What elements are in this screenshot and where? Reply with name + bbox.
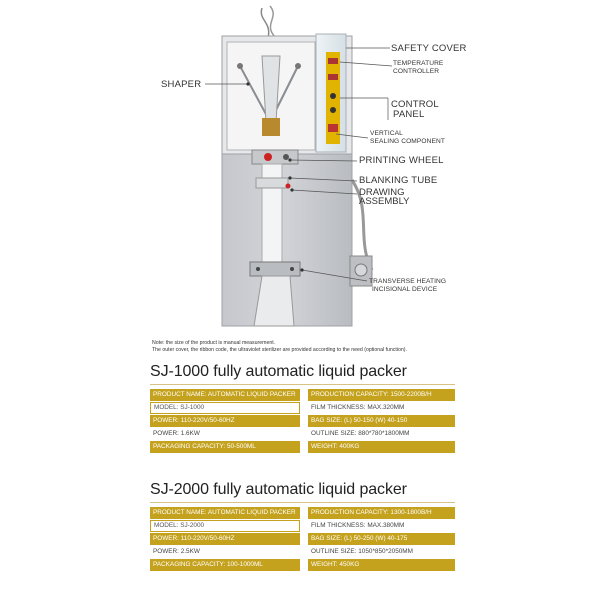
label-vertical-sealing-line2: SEALING COMPONENT xyxy=(370,138,445,145)
spec-section-sj1000: SJ-1000 fully automatic liquid packer PR… xyxy=(150,363,455,469)
printing-plate xyxy=(251,149,299,165)
spec-section-sj2000: SJ-2000 fully automatic liquid packer PR… xyxy=(150,481,455,587)
shaper-arm-left xyxy=(239,65,269,119)
label-transverse-heating-line1: TRANSVERSE HEATING xyxy=(369,278,447,285)
spec-title-sj1000: SJ-1000 fully automatic liquid packer xyxy=(150,363,407,380)
shaper-bolt-left xyxy=(237,63,243,69)
output-chute xyxy=(253,275,295,327)
spec-product-name: PRODUCT NAME: AUTOMATIC LIQUID PACKER xyxy=(150,389,300,401)
panel-button xyxy=(328,124,338,132)
spec-weight: WEIGHT: 450KG xyxy=(308,559,455,571)
spec-title-sj2000: SJ-2000 fully automatic liquid packer xyxy=(150,481,407,498)
spec-packaging-capacity: PACKAGING CAPACITY: 100-1000ML xyxy=(150,559,300,571)
spec-rule xyxy=(150,502,455,503)
panel-knob xyxy=(330,93,336,99)
label-drawing-assembly-line2: ASSEMBLY xyxy=(359,196,410,207)
label-printing-wheel: PRINTING WHEEL xyxy=(359,155,444,166)
spec-power-supply: POWER: 110-220V/50-60HZ xyxy=(150,533,300,545)
temperature-display xyxy=(328,58,338,64)
shaper-bolt-right xyxy=(295,63,301,69)
label-temperature-controller-line1: TEMPERATURE xyxy=(393,60,444,67)
label-temperature-controller-line2: CONTROLLER xyxy=(393,68,440,75)
callout-dots xyxy=(246,82,304,272)
note-line-2: The outer cover, the ribbon code, the ul… xyxy=(152,347,407,354)
spec-grid-sj2000: PRODUCT NAME: AUTOMATIC LIQUID PACKER MO… xyxy=(150,507,455,587)
spec-power: POWER: 1.6KW xyxy=(153,430,200,437)
spec-production-capacity: PRODUCTION CAPACITY: 1500-2200B/H xyxy=(308,389,455,401)
machine-diagram: SAFETY COVER TEMPERATURE CONTROLLER SHAP… xyxy=(161,5,467,327)
spec-film-thickness: FILM THICKNESS: MAX.380MM xyxy=(311,522,405,529)
spec-outline-size: OUTLINE SIZE: 1050*850*2050MM xyxy=(311,548,413,555)
label-vertical-sealing-line1: VERTICAL xyxy=(370,130,403,137)
drawing-assembly xyxy=(255,177,289,189)
spec-model: MODEL: SJ-1000 xyxy=(150,402,300,414)
spec-power-supply: POWER: 110-220V/50-60HZ xyxy=(150,415,300,427)
spec-product-name: PRODUCT NAME: AUTOMATIC LIQUID PACKER xyxy=(150,507,300,519)
cable-top-2 xyxy=(269,5,277,39)
spec-film-thickness: FILM THICKNESS: MAX.320MM xyxy=(311,404,405,411)
label-blanking-tube: BLANKING TUBE xyxy=(359,175,438,186)
note-line-1: Note: the size of the product is manual … xyxy=(152,340,276,346)
notes: Note: the size of the product is manual … xyxy=(152,340,592,354)
callout-lines xyxy=(205,47,393,282)
side-wheel xyxy=(354,263,368,277)
spec-grid-sj1000: PRODUCT NAME: AUTOMATIC LIQUID PACKER MO… xyxy=(150,389,455,469)
spec-bag-size: BAG SIZE: (L) 50-250 (W) 40-175 xyxy=(308,533,455,545)
printing-wheel-bolt xyxy=(283,154,289,160)
label-shaper: SHAPER xyxy=(161,79,202,90)
shaper-block xyxy=(262,118,280,136)
label-control-panel-line2: PANEL xyxy=(393,109,425,120)
spec-weight: WEIGHT: 400KG xyxy=(308,441,455,453)
machine-illustration xyxy=(205,5,393,327)
drawing-assembly-marker xyxy=(285,183,291,189)
label-drawing-assembly-line1: DRAWING xyxy=(359,187,405,198)
label-transverse-heating-line2: INCISIONAL DEVICE xyxy=(372,286,438,293)
cable-top-1 xyxy=(260,7,270,39)
spec-outline-size: OUTLINE SIZE: 880*780*1800MM xyxy=(311,430,410,437)
spec-packaging-capacity: PACKAGING CAPACITY: 50-500ML xyxy=(150,441,300,453)
panel-knob-2 xyxy=(330,107,336,113)
spec-production-capacity: PRODUCTION CAPACITY: 1300-1800B/H xyxy=(308,507,455,519)
spec-power: POWER: 2.5KW xyxy=(153,548,200,555)
temperature-display-2 xyxy=(328,74,338,80)
spec-bag-size: BAG SIZE: (L) 50-150 (W) 40-150 xyxy=(308,415,455,427)
spec-rule xyxy=(150,384,455,385)
label-control-panel-line1: CONTROL xyxy=(391,99,439,110)
label-safety-cover: SAFETY COVER xyxy=(391,43,467,54)
spec-model: MODEL: SJ-2000 xyxy=(150,520,300,532)
printing-wheel xyxy=(264,153,272,161)
